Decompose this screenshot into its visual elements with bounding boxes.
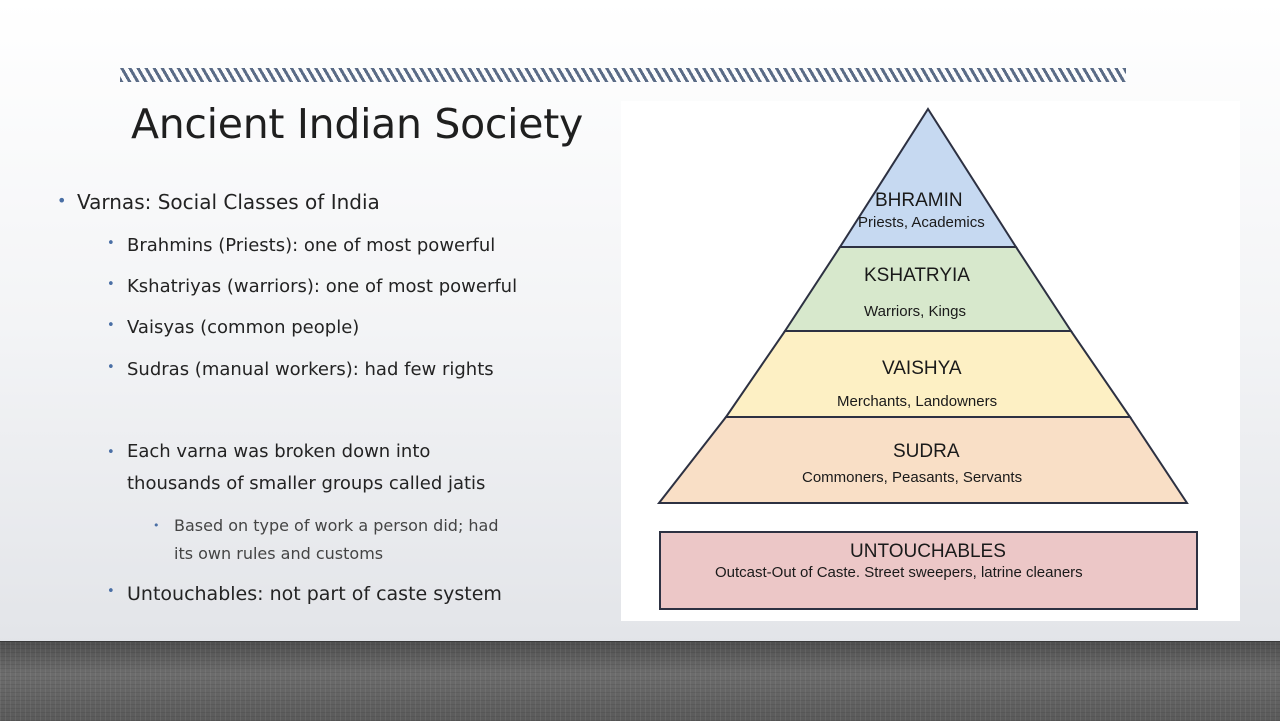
untouchables-name: UNTOUCHABLES: [850, 541, 1006, 562]
tier-kshatryia-desc: Warriors, Kings: [864, 303, 966, 320]
bullet-jatis-sub-line1: Based on type of work a person did; had: [174, 516, 499, 535]
slide-title: Ancient Indian Society: [131, 100, 583, 148]
untouchables-box: [659, 531, 1198, 610]
bullet-list: Varnas: Social Classes of India Brahmins…: [0, 0, 640, 640]
tier-sudra-desc: Commoners, Peasants, Servants: [802, 469, 1022, 486]
bullet-untouchables: Untouchables: not part of caste system: [107, 583, 502, 605]
bullet-jatis: Each varna was broken down into thousand…: [107, 436, 486, 500]
bullet-jatis-sub-line2: its own rules and customs: [174, 544, 384, 563]
bullet-vaisyas: Vaisyas (common people): [107, 317, 359, 338]
bullet-varnas: Varnas: Social Classes of India: [57, 190, 380, 214]
bullet-jatis-line2: thousands of smaller groups called jatis: [127, 473, 486, 494]
tier-vaishya-desc: Merchants, Landowners: [837, 393, 997, 410]
decorative-hatch-bar: [120, 68, 1126, 82]
bullet-kshatriyas: Kshatriyas (warriors): one of most power…: [107, 276, 517, 297]
floor-texture: [0, 641, 1280, 721]
untouchables-desc: Outcast-Out of Caste. Street sweepers, l…: [715, 564, 1083, 581]
tier-sudra-name: SUDRA: [893, 441, 960, 462]
tier-sudra: [656, 416, 1189, 504]
bullet-sudras: Sudras (manual workers): had few rights: [107, 359, 494, 380]
tier-bhramin-desc: Priests, Academics: [858, 214, 985, 231]
caste-pyramid-diagram: BHRAMIN Priests, Academics KSHATRYIA War…: [621, 101, 1240, 621]
tier-kshatryia-name: KSHATRYIA: [864, 265, 970, 286]
tier-vaishya-name: VAISHYA: [882, 358, 962, 379]
pyramid-svg: BHRAMIN Priests, Academics KSHATRYIA War…: [656, 107, 1198, 610]
bullet-jatis-sub: Based on type of work a person did; had …: [153, 512, 499, 568]
bullet-brahmins: Brahmins (Priests): one of most powerful: [107, 235, 495, 256]
bullet-jatis-line1: Each varna was broken down into: [127, 441, 431, 462]
tier-bhramin-name: BHRAMIN: [875, 190, 963, 211]
